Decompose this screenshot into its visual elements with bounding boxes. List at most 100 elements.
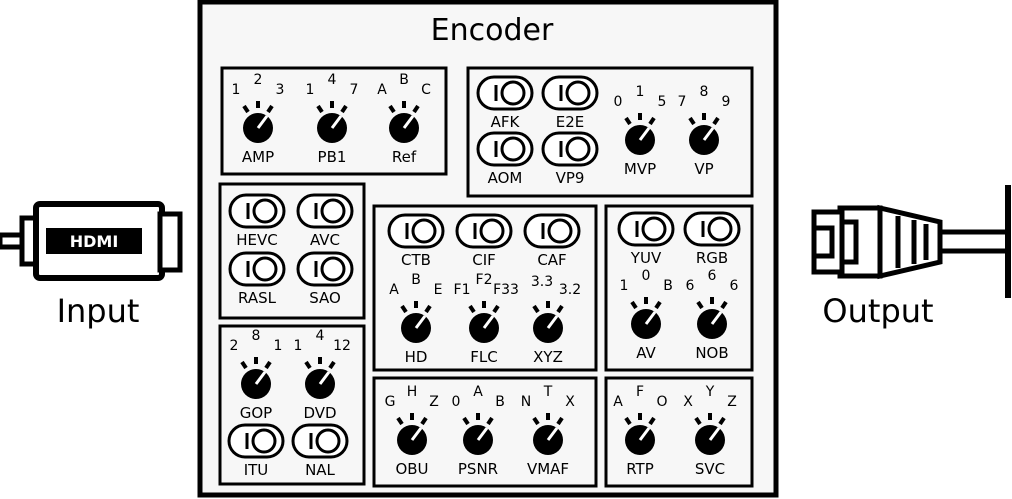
switch-caf[interactable] [523, 213, 581, 249]
knob-tick-label: X [683, 394, 693, 410]
switch-label-e2e: E2E [556, 113, 585, 131]
knob-pointer [402, 115, 415, 129]
knob-nob[interactable] [696, 297, 728, 339]
knob-tick-label: G [385, 394, 396, 410]
knob-tick-label: E [434, 282, 443, 298]
knob-svc[interactable] [694, 413, 726, 455]
knob-gop[interactable] [240, 357, 272, 399]
knob-tick-mark [532, 416, 540, 426]
knob-tick-mark [648, 416, 656, 426]
input-label: Input [57, 292, 140, 330]
switch-label-nal: NAL [305, 461, 335, 479]
switch-rgb[interactable] [683, 211, 741, 247]
knob-label-psnr: PSNR [458, 460, 498, 478]
knob-tick-label: F2 [476, 272, 493, 288]
knob-tick-mark [556, 416, 564, 426]
knob-tick-label: Z [727, 394, 737, 410]
switch-aom[interactable] [476, 131, 534, 167]
switch-itu[interactable] [227, 423, 285, 459]
knob-tick-label: 6 [730, 278, 739, 294]
switch-o-mark [565, 136, 591, 162]
switch-rasl[interactable] [228, 251, 286, 287]
knob-tick-label: 3.3 [531, 274, 553, 290]
knob-tick-label: 6 [708, 268, 717, 284]
switch-label-yuv: YUV [630, 249, 662, 267]
knob-tick-mark [688, 116, 696, 126]
switch-o-mark [641, 216, 667, 242]
knob-label-vp: VP [694, 160, 713, 178]
knob-tick-mark [532, 304, 540, 314]
knob-tick-label: 5 [658, 94, 667, 110]
knob-amp[interactable] [242, 101, 274, 143]
knob-tick-label: 6 [686, 278, 695, 294]
knob-label-svc: SVC [695, 460, 725, 478]
switch-o-mark [547, 218, 573, 244]
switch-o-mark [251, 428, 277, 454]
knob-tick-label: 8 [700, 84, 709, 100]
knob-rtp[interactable] [624, 413, 656, 455]
knob-vmaf[interactable] [532, 413, 564, 455]
knob-tick-label: A [473, 384, 483, 400]
knob-tick-mark [492, 304, 500, 314]
knob-tick-mark [462, 416, 470, 426]
knob-psnr[interactable] [462, 413, 494, 455]
knob-ref[interactable] [388, 101, 420, 143]
knob-tick-mark [720, 300, 728, 310]
knob-tick-label: 1 [636, 84, 645, 100]
knob-pointer [256, 115, 269, 129]
knob-tick-label: 3 [276, 82, 285, 98]
knob-tick-mark [328, 360, 336, 370]
knob-label-av: AV [636, 344, 656, 362]
knob-tick-mark [718, 416, 726, 426]
knob-tick-label: 3.2 [559, 282, 581, 298]
knob-pointer [644, 311, 657, 325]
knob-tick-label: F33 [493, 282, 519, 298]
knob-pointer [318, 371, 331, 385]
switch-avc[interactable] [296, 193, 354, 229]
switch-e2e[interactable] [541, 75, 599, 111]
switch-cif[interactable] [455, 213, 513, 249]
knob-tick-mark [694, 416, 702, 426]
knob-flc[interactable] [468, 301, 500, 343]
switch-yuv[interactable] [617, 211, 675, 247]
knob-label-mvp: MVP [624, 160, 656, 178]
knob-label-gop: GOP [240, 404, 272, 422]
knob-tick-label: 1 [274, 338, 283, 354]
knob-tick-label: 7 [678, 94, 687, 110]
switch-ctb[interactable] [387, 213, 445, 249]
switch-label-rasl: RASL [238, 289, 277, 307]
knob-mvp[interactable] [624, 113, 656, 155]
switch-o-mark [320, 256, 346, 282]
knob-obu[interactable] [396, 413, 428, 455]
knob-vp[interactable] [688, 113, 720, 155]
knob-label-hd: HD [405, 348, 428, 366]
switch-vp9[interactable] [541, 131, 599, 167]
switch-o-mark [320, 198, 346, 224]
knob-label-xyz: XYZ [533, 348, 563, 366]
knob-tick-mark [340, 104, 348, 114]
knob-pointer [482, 315, 495, 329]
knob-hd[interactable] [400, 301, 432, 343]
knob-tick-label: 0 [642, 268, 651, 284]
switch-hevc[interactable] [228, 193, 286, 229]
knob-tick-mark [242, 104, 250, 114]
knob-dvd[interactable] [304, 357, 336, 399]
knob-label-dvd: DVD [303, 404, 336, 422]
knob-pointer [638, 127, 651, 141]
knob-tick-label: 12 [333, 338, 351, 354]
knob-tick-label: F [636, 384, 644, 400]
switch-o-mark [479, 218, 505, 244]
switch-nal[interactable] [291, 423, 349, 459]
switch-label-hevc: HEVC [236, 231, 278, 249]
switch-label-vp9: VP9 [556, 169, 585, 187]
knob-xyz[interactable] [532, 301, 564, 343]
switch-o-mark [252, 256, 278, 282]
switch-afk[interactable] [476, 75, 534, 111]
switch-sao[interactable] [296, 251, 354, 287]
knob-tick-label: 7 [350, 82, 359, 98]
knob-pb1[interactable] [316, 101, 348, 143]
knob-tick-mark [388, 104, 396, 114]
knob-av[interactable] [630, 297, 662, 339]
switch-o-mark [707, 216, 733, 242]
